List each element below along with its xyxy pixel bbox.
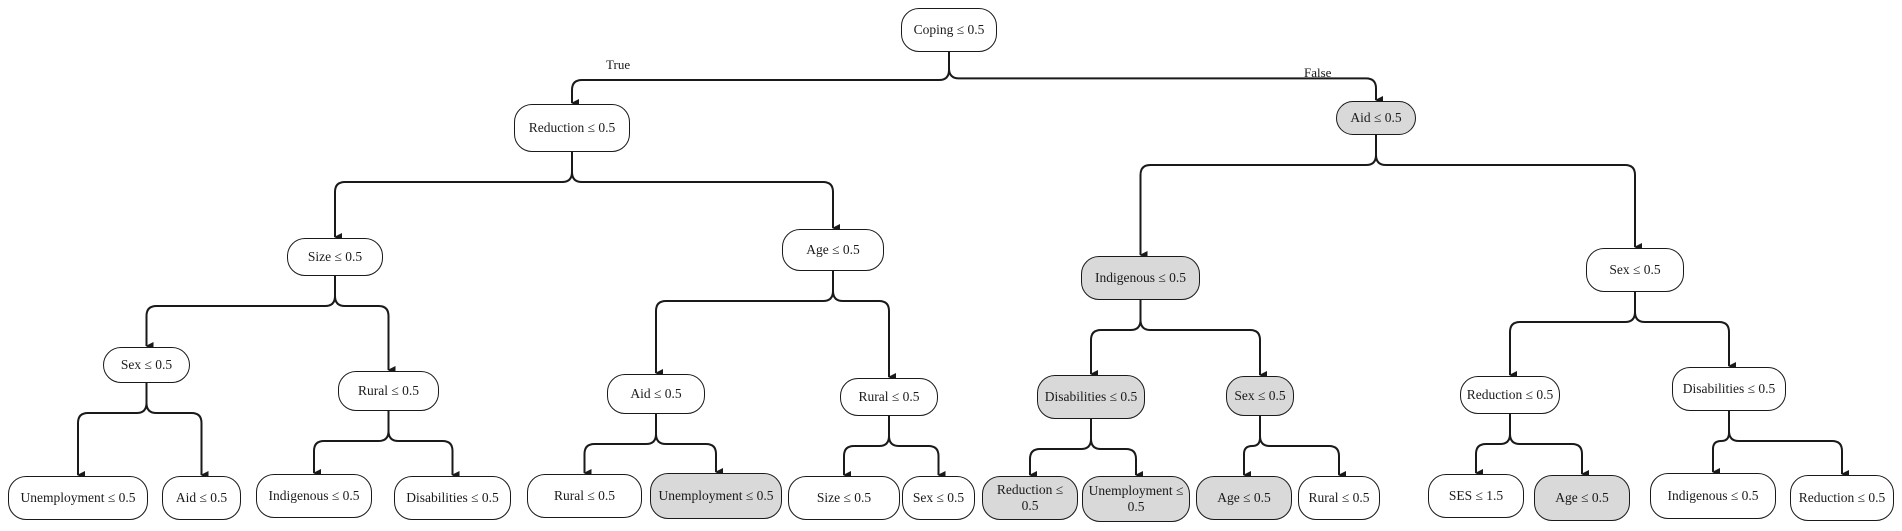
tree-edge xyxy=(571,52,950,107)
tree-edge xyxy=(655,414,723,476)
tree-edge xyxy=(1243,416,1261,479)
tree-edge xyxy=(948,52,1383,104)
leaf-node: Rural ≤ 0.5 xyxy=(1298,476,1380,520)
leaf-node: Age ≤ 0.5 xyxy=(1534,475,1630,521)
leaf-node: Reduction ≤ 0.5 xyxy=(1790,475,1894,521)
tree-edge xyxy=(655,271,834,377)
tree-node: Sex ≤ 0.5 xyxy=(103,347,190,383)
tree-edge xyxy=(1509,414,1589,478)
tree-edge xyxy=(1029,419,1092,479)
leaf-node: SES ≤ 1.5 xyxy=(1428,474,1524,518)
tree-edge xyxy=(1475,414,1511,477)
tree-edge xyxy=(145,383,209,479)
leaf-node: Indigenous ≤ 0.5 xyxy=(256,474,372,518)
tree-node: Rural ≤ 0.5 xyxy=(338,371,439,411)
leaf-node: Size ≤ 0.5 xyxy=(788,476,900,520)
tree-edge xyxy=(1090,419,1143,479)
tree-node: Rural ≤ 0.5 xyxy=(840,378,938,416)
tree-edge xyxy=(77,383,148,479)
tree-edge xyxy=(145,276,336,350)
tree-edge xyxy=(843,416,890,479)
leaf-node: Age ≤ 0.5 xyxy=(1196,476,1292,520)
tree-edge xyxy=(571,152,840,232)
leaf-node: Sex ≤ 0.5 xyxy=(902,476,975,520)
tree-node: Sex ≤ 0.5 xyxy=(1586,248,1684,292)
leaf-node: Indigenous ≤ 0.5 xyxy=(1650,473,1776,519)
root-node: Coping ≤ 0.5 xyxy=(901,8,997,52)
tree-edge xyxy=(888,416,946,479)
tree-node: Aid ≤ 0.5 xyxy=(1336,101,1416,135)
leaf-node: Disabilities ≤ 0.5 xyxy=(394,476,511,520)
tree-node: Aid ≤ 0.5 xyxy=(607,374,705,414)
tree-edge xyxy=(334,276,396,374)
tree-node: Disabilities ≤ 0.5 xyxy=(1672,367,1786,411)
leaf-node: Aid ≤ 0.5 xyxy=(162,476,241,520)
leaf-node: Unemployment ≤ 0.5 xyxy=(8,476,148,520)
leaf-node: Rural ≤ 0.5 xyxy=(527,474,642,518)
leaf-node: Unemployment ≤ 0.5 xyxy=(650,473,782,519)
tree-edge xyxy=(832,271,896,381)
false-branch-label: False xyxy=(1304,65,1332,80)
tree-node: Indigenous ≤ 0.5 xyxy=(1081,256,1200,300)
tree-edge xyxy=(1728,411,1849,478)
leaf-node: Unemployment ≤ 0.5 xyxy=(1082,476,1190,522)
tree-node: Sex ≤ 0.5 xyxy=(1226,376,1294,416)
tree-edge xyxy=(1375,135,1642,251)
tree-edge xyxy=(1509,292,1636,379)
tree-edge xyxy=(387,411,460,479)
tree-edge xyxy=(1634,292,1736,370)
tree-node: Reduction ≤ 0.5 xyxy=(1460,376,1560,414)
tree-edge xyxy=(1139,135,1377,259)
tree-node: Size ≤ 0.5 xyxy=(287,238,383,276)
true-branch-label: True xyxy=(606,57,631,72)
tree-node: Age ≤ 0.5 xyxy=(782,229,884,271)
leaf-node: Reduction ≤ 0.5 xyxy=(982,476,1078,520)
tree-edge xyxy=(583,414,657,477)
tree-edge xyxy=(1139,300,1267,379)
tree-node: Disabilities ≤ 0.5 xyxy=(1037,375,1145,419)
tree-edge xyxy=(313,411,390,477)
tree-edge xyxy=(334,152,573,241)
tree-node: Reduction ≤ 0.5 xyxy=(514,104,630,152)
tree-edge xyxy=(1712,411,1730,476)
tree-edge xyxy=(1259,416,1346,479)
tree-edge xyxy=(1090,300,1142,378)
